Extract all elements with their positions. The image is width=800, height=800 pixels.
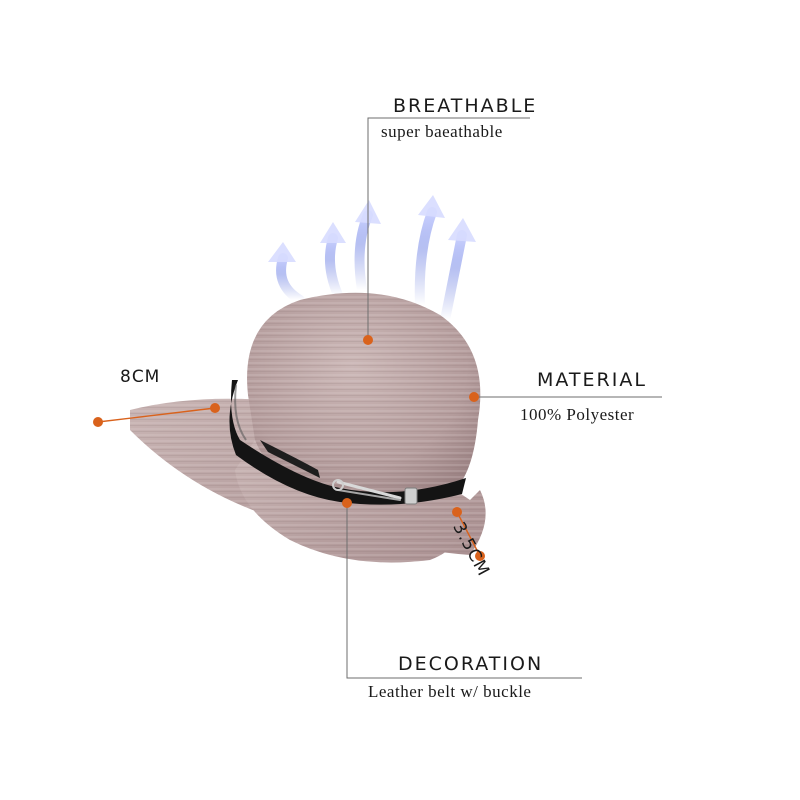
decoration-subtitle: Leather belt w/ buckle (368, 682, 532, 701)
marker-band-bottom (475, 551, 485, 561)
marker-band-top (452, 507, 462, 517)
marker-breathable (363, 335, 373, 345)
breathable-subtitle: super baeathable (381, 122, 503, 141)
callout-markers (93, 335, 485, 561)
callout-lines (346, 117, 662, 679)
brim-width-label: 8CM (120, 367, 161, 387)
material-title: MATERIAL (537, 369, 647, 391)
decoration-title: DECORATION (398, 653, 544, 675)
marker-decoration (342, 498, 352, 508)
belt-buckle (332, 479, 418, 505)
leather-belt (229, 380, 466, 505)
marker-brim-end (210, 403, 220, 413)
marker-brim-start (93, 417, 103, 427)
breathable-title: BREATHABLE (393, 95, 538, 117)
dimension-lines (97, 407, 481, 557)
material-subtitle: 100% Polyester (520, 405, 635, 424)
marker-material (469, 392, 479, 402)
straw-hat (130, 292, 486, 563)
